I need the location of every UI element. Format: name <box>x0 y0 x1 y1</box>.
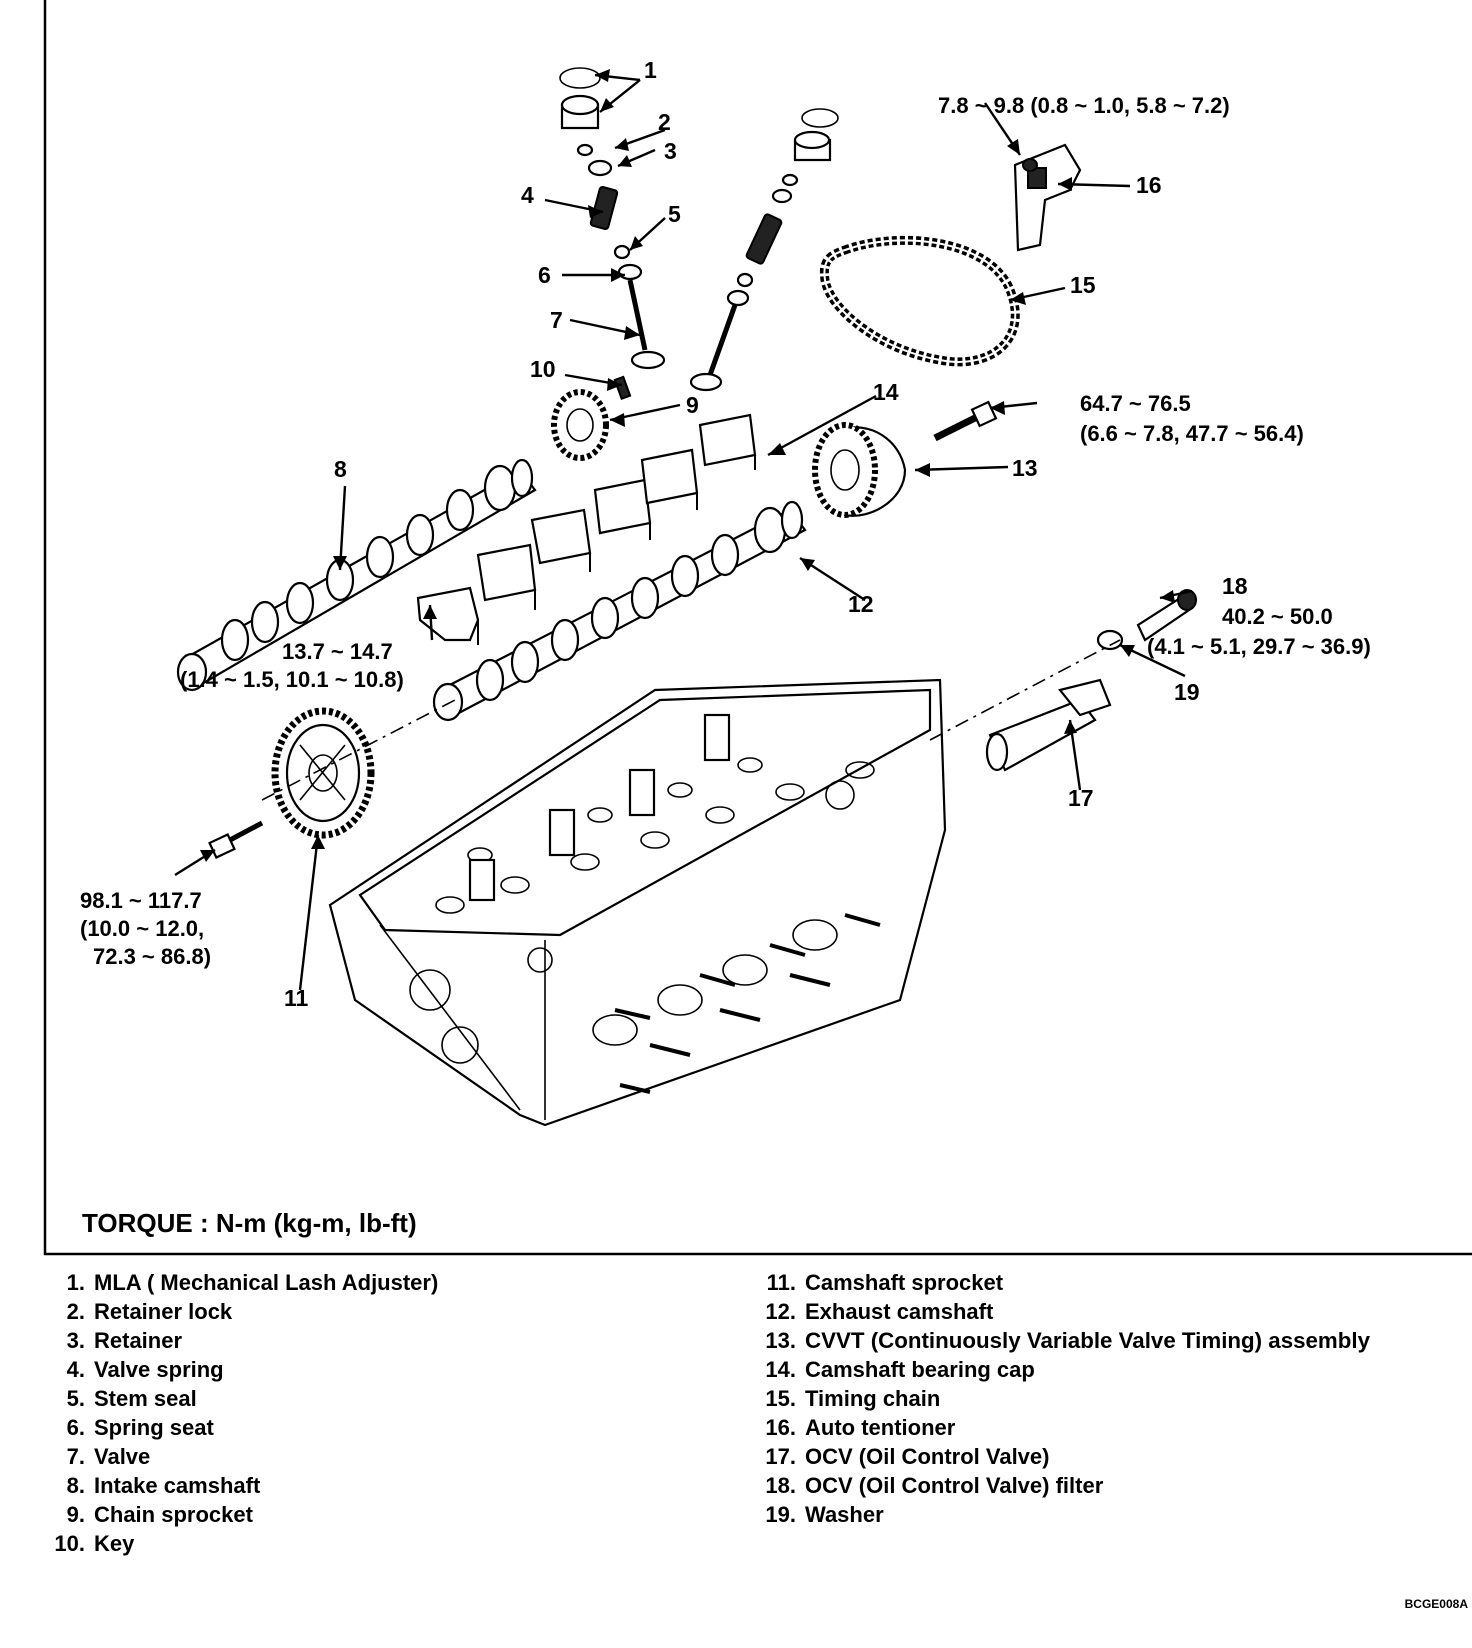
callout-2: 2 <box>658 109 671 135</box>
callout-17: 17 <box>1068 785 1094 811</box>
sprocket-bolt <box>208 820 264 859</box>
legend-text: Camshaft sprocket <box>805 1270 1004 1295</box>
intake-camshaft <box>176 458 537 692</box>
legend-text: Intake camshaft <box>94 1473 261 1498</box>
cvvt-bolt <box>933 400 998 442</box>
chain-sprocket <box>551 389 609 461</box>
callout-16: 16 <box>1136 172 1162 198</box>
torque-specs: 7.8 ~ 9.8 (0.8 ~ 1.0, 5.8 ~ 7.2) 64.7 ~ … <box>80 93 1371 969</box>
torque-cap-line2: (1.4 ~ 1.5, 10.1 ~ 10.8) <box>180 667 404 692</box>
legend-num: 12. <box>765 1299 796 1324</box>
legend-text: Timing chain <box>805 1386 940 1411</box>
legend-text: Retainer lock <box>94 1299 233 1324</box>
legend-text: Valve spring <box>94 1357 224 1382</box>
ocv-filter <box>1136 589 1197 642</box>
exhaust-camshaft <box>432 500 807 722</box>
legend-num: 10. <box>54 1531 85 1556</box>
legend-num: 5. <box>67 1386 85 1411</box>
torque-sprocket-line1: 98.1 ~ 117.7 <box>80 888 202 913</box>
callout-14: 14 <box>873 379 899 405</box>
torque-cvvt-line1: 64.7 ~ 76.5 <box>1080 391 1191 416</box>
legend-num: 8. <box>67 1473 85 1498</box>
legend-num: 19. <box>765 1502 796 1527</box>
callout-10: 10 <box>530 356 556 382</box>
washer <box>1096 629 1124 651</box>
callout-labels: 1 2 3 4 5 6 7 8 9 10 11 12 13 14 15 16 1… <box>284 57 1248 1011</box>
diagram-frame <box>43 0 1472 1256</box>
torque-ocv-line2: (4.1 ~ 5.1, 29.7 ~ 36.9) <box>1147 634 1371 659</box>
legend-text: Camshaft bearing cap <box>805 1357 1035 1382</box>
callout-4: 4 <box>521 182 534 208</box>
valve-assembly-right <box>689 108 839 392</box>
legend-text: Valve <box>94 1444 150 1469</box>
timing-chain <box>819 235 1020 367</box>
legend-num: 16. <box>765 1415 796 1440</box>
callout-3: 3 <box>664 138 677 164</box>
callout-6: 6 <box>538 262 551 288</box>
legend-text: OCV (Oil Control Valve) <box>805 1444 1049 1469</box>
callout-7: 7 <box>550 307 563 333</box>
key <box>613 375 632 401</box>
legend-text: Stem seal <box>94 1386 197 1411</box>
legend-num: 17. <box>765 1444 796 1469</box>
callout-1: 1 <box>644 57 657 83</box>
legend-text: Spring seat <box>94 1415 214 1440</box>
torque-sprocket-line2: (10.0 ~ 12.0, <box>80 916 204 941</box>
legend-num: 18. <box>765 1473 796 1498</box>
camshaft-sprocket <box>271 707 375 839</box>
legend-text: MLA ( Mechanical Lash Adjuster) <box>94 1270 438 1295</box>
legend-num: 1. <box>67 1270 85 1295</box>
callout-13: 13 <box>1012 455 1038 481</box>
torque-ocv-line1: 40.2 ~ 50.0 <box>1222 604 1333 629</box>
callout-11: 11 <box>284 985 309 1011</box>
legend-text: Key <box>94 1531 135 1556</box>
legend-num: 6. <box>67 1415 85 1440</box>
figure-code: BCGE008A <box>1405 1597 1469 1611</box>
callout-9: 9 <box>686 392 699 418</box>
cylinder-head <box>328 678 947 1127</box>
legend-num: 3. <box>67 1328 85 1353</box>
legend-text: Chain sprocket <box>94 1502 254 1527</box>
auto-tensioner <box>1013 143 1082 252</box>
legend-num: 14. <box>765 1357 796 1382</box>
arrowheads <box>200 69 1175 862</box>
callout-15: 15 <box>1070 272 1096 298</box>
legend-num: 2. <box>67 1299 85 1324</box>
legend-text: OCV (Oil Control Valve) filter <box>805 1473 1104 1498</box>
legend-text: Retainer <box>94 1328 182 1353</box>
legend-text: Exhaust camshaft <box>805 1299 994 1324</box>
legend-num: 11. <box>767 1270 796 1295</box>
torque-cap-line1: 13.7 ~ 14.7 <box>282 639 393 664</box>
ocv <box>985 678 1112 772</box>
legend-left: 1. MLA ( Mechanical Lash Adjuster) 2. Re… <box>54 1270 438 1556</box>
legend-text: Auto tentioner <box>805 1415 956 1440</box>
legend-text: CVVT (Continuously Variable Valve Timing… <box>805 1328 1371 1353</box>
valve-assembly-left <box>559 67 666 370</box>
callout-12: 12 <box>848 591 874 617</box>
legend-num: 4. <box>67 1357 85 1382</box>
callout-5: 5 <box>668 201 681 227</box>
cvvt-assembly <box>812 422 907 518</box>
torque-sprocket-line3: 72.3 ~ 86.8) <box>93 944 211 969</box>
callout-18: 18 <box>1222 573 1248 599</box>
torque-cvvt-line2: (6.6 ~ 7.8, 47.7 ~ 56.4) <box>1080 421 1304 446</box>
legend-text: Washer <box>805 1502 884 1527</box>
torque-unit-note: TORQUE : N-m (kg-m, lb-ft) <box>82 1208 417 1238</box>
legend-num: 7. <box>67 1444 85 1469</box>
callout-8: 8 <box>334 456 347 482</box>
callout-19: 19 <box>1174 679 1200 705</box>
legend-num: 9. <box>67 1502 85 1527</box>
torque-tensioner: 7.8 ~ 9.8 (0.8 ~ 1.0, 5.8 ~ 7.2) <box>938 93 1230 118</box>
legend-num: 13. <box>765 1328 796 1353</box>
legend-num: 15. <box>765 1386 796 1411</box>
legend-right: 11. Camshaft sprocket 12. Exhaust camsha… <box>765 1270 1370 1527</box>
